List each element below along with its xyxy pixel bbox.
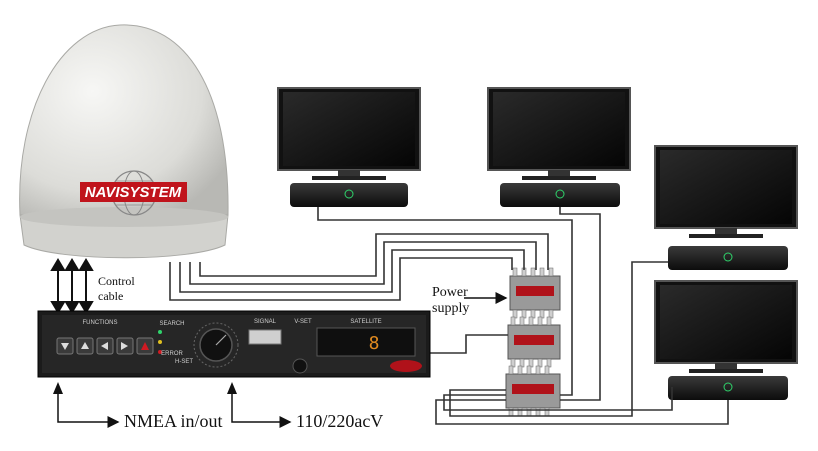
- v-set-knob[interactable]: [292, 358, 308, 374]
- radome: NAVISYSTEM: [19, 24, 229, 259]
- nmea-arrow: [53, 382, 120, 428]
- control-cable-label: Control cable: [98, 274, 135, 303]
- satellite-display: [316, 327, 416, 357]
- search-label: SEARCH: [159, 321, 184, 327]
- nmea-label: NMEA in/out: [124, 411, 223, 431]
- mains-label: 110/220acV: [296, 411, 384, 431]
- satellite-label: SATELLITE: [350, 319, 381, 325]
- control-unit: FUNCTIONS SEARCH ERROR H-SET SIGNAL V-SE…: [37, 310, 431, 378]
- tv-2: [487, 87, 631, 180]
- tv-3: [654, 145, 798, 238]
- control-cable-arrows: [50, 258, 94, 314]
- vset-label: V-SET: [294, 319, 312, 325]
- hset-label: H-SET: [175, 359, 193, 365]
- receiver-1: [290, 183, 408, 207]
- mains-arrow: [227, 382, 292, 428]
- multiswitch-2: [507, 316, 561, 368]
- power-supply-label: Power supply: [432, 285, 470, 316]
- multiswitch-1: [509, 267, 561, 319]
- brand-text: NAVISYSTEM: [85, 184, 182, 201]
- signal-meter: [248, 329, 282, 345]
- unit-badge: [390, 360, 422, 372]
- tv-1: [277, 87, 421, 180]
- function-buttons: [56, 337, 154, 355]
- coax-cables: [169, 207, 729, 425]
- tv-4: [654, 280, 798, 373]
- error-label: ERROR: [161, 351, 183, 357]
- brand-logo: NAVISYSTEM: [80, 170, 187, 216]
- receiver-3: [668, 246, 788, 270]
- satellite-digit: 8: [369, 333, 380, 354]
- error-led: [158, 350, 162, 354]
- receiver-4: [668, 376, 788, 400]
- h-set-knob[interactable]: [193, 322, 239, 368]
- multiswitch-3: [505, 365, 561, 417]
- receiver-2: [500, 183, 620, 207]
- search-led: [158, 330, 162, 334]
- functions-label: FUNCTIONS: [83, 320, 118, 326]
- lock-led: [158, 340, 162, 344]
- signal-label: SIGNAL: [254, 319, 277, 325]
